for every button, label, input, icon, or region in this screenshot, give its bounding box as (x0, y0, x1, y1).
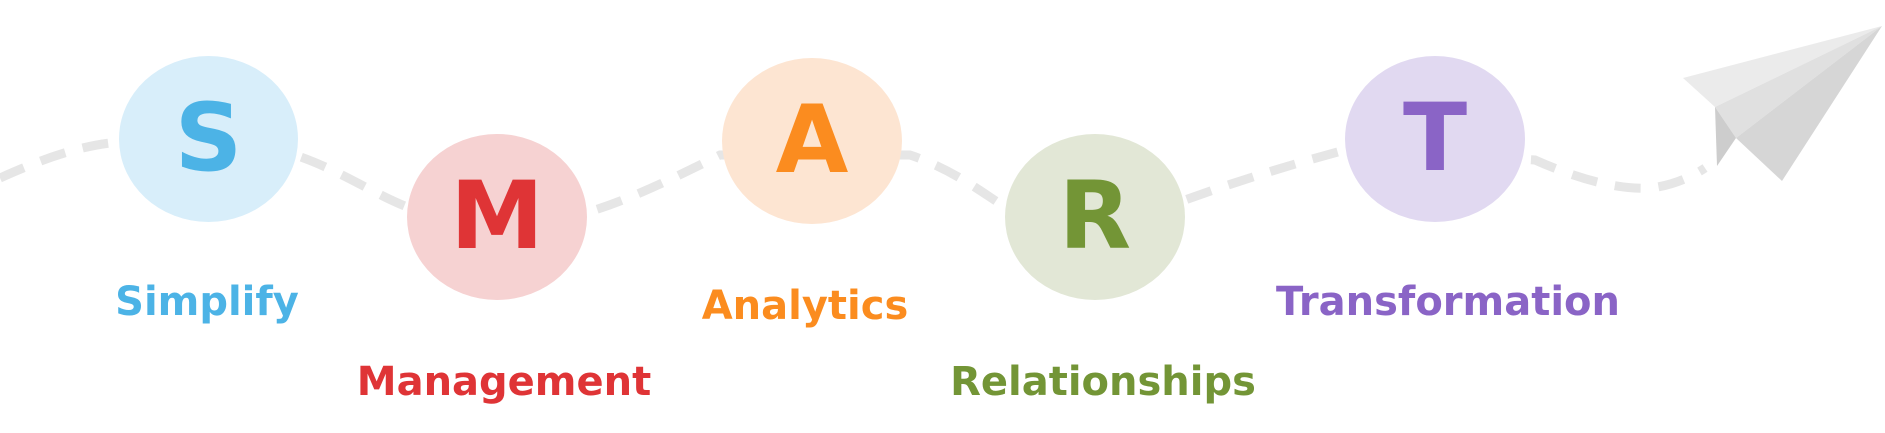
label-transformation: Transformation (1276, 279, 1620, 325)
node-a: A (722, 58, 902, 224)
letter-r: R (1058, 162, 1132, 271)
label-management: Management (356, 359, 652, 405)
letter-m: M (450, 162, 544, 271)
dashed-path-line (0, 137, 1708, 218)
label-analytics: Analytics (701, 283, 909, 329)
node-s: S (119, 56, 298, 222)
letter-t: T (1402, 84, 1468, 193)
node-t: T (1345, 56, 1525, 222)
label-simplify: Simplify (115, 279, 299, 325)
letter-s: S (174, 84, 243, 193)
label-relationships: Relationships (950, 359, 1256, 405)
node-r: R (1005, 134, 1185, 300)
node-m: M (407, 134, 587, 300)
letter-a: A (775, 86, 849, 195)
